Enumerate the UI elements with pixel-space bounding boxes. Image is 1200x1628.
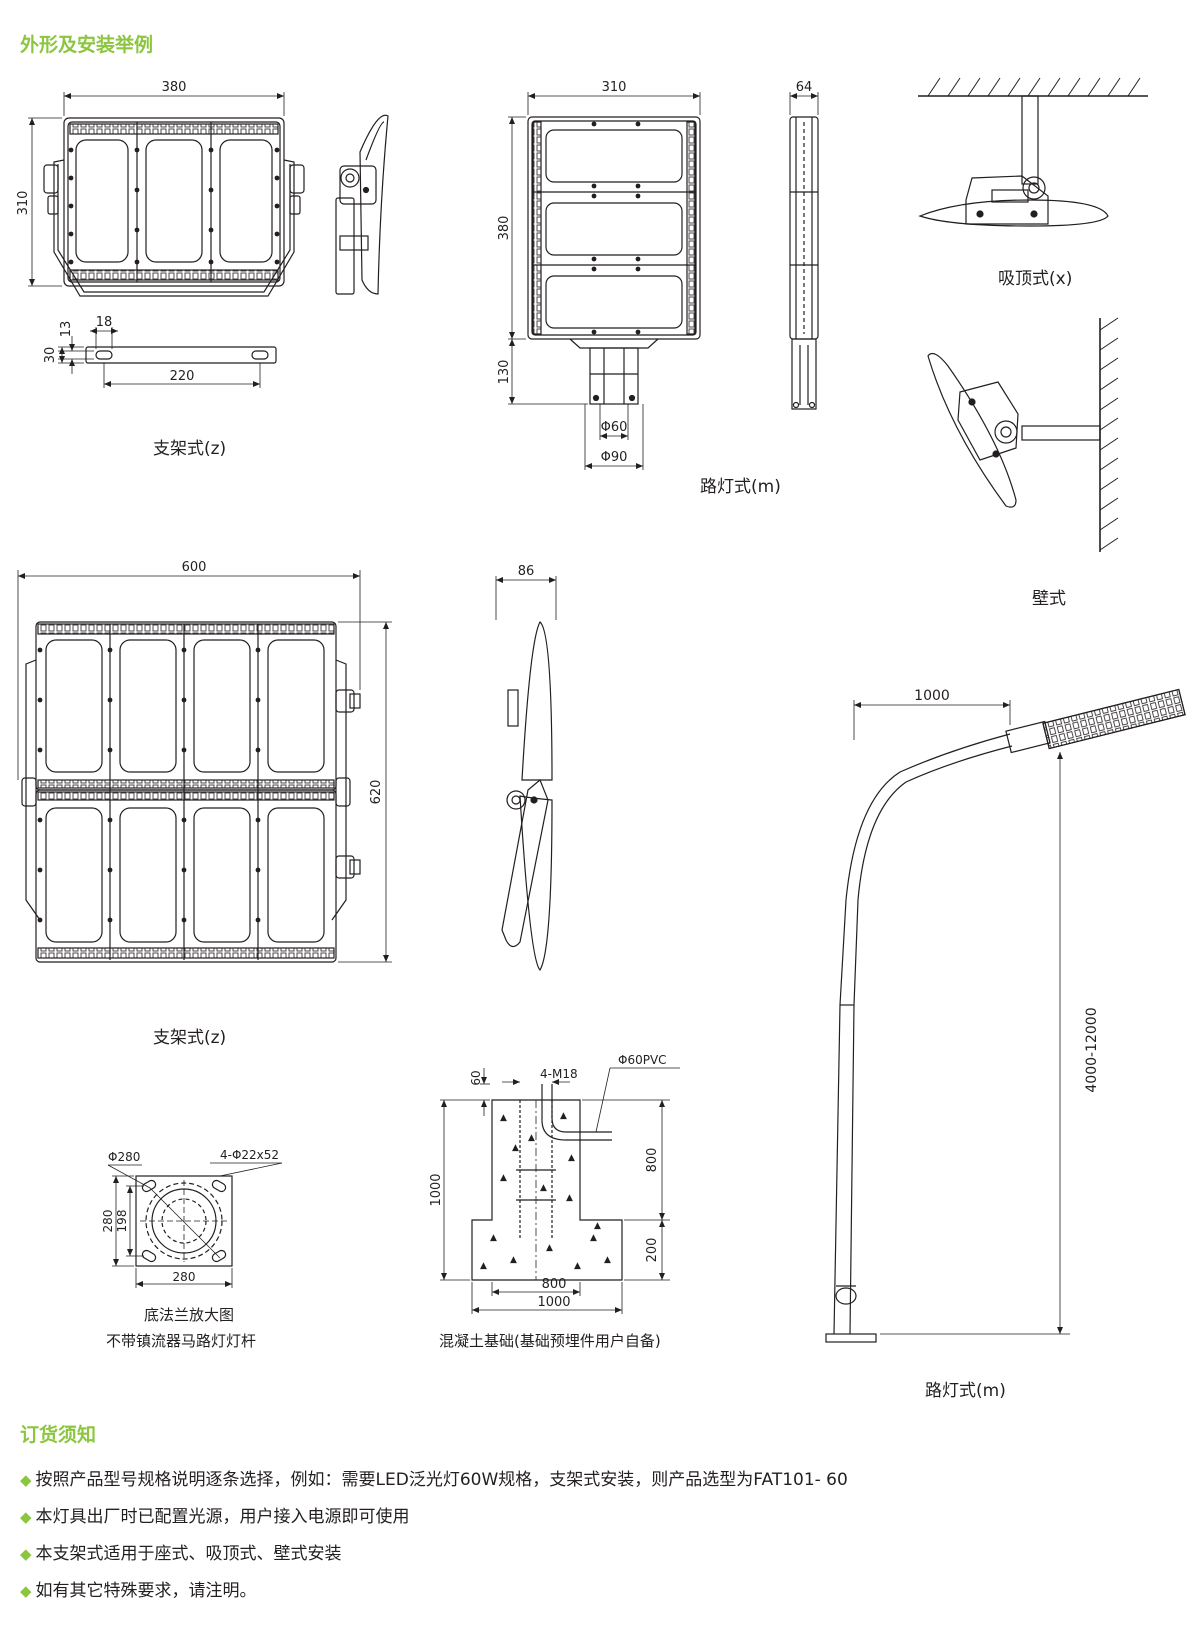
svg-text:▲: ▲ (594, 1221, 601, 1231)
dim-fd-1000-h: 1000 (537, 1295, 570, 1310)
dim-fd-800-v: 800 (645, 1148, 660, 1173)
dim-flange-280-h: 280 (173, 1270, 196, 1284)
dim-13: 13 (59, 321, 74, 338)
dim-fd-60: 60 (469, 1070, 483, 1085)
concrete-foundation-drawing: ▲ ▲ ▲ ▲ ▲ ▲ ▲ ▲ ▲ ▲ ▲ ▲ ▲ ▲ ▲ ▲ (440, 1067, 680, 1314)
dim-flange-198: 198 (115, 1210, 129, 1233)
svg-text:▲: ▲ (500, 1113, 507, 1123)
svg-text:▲: ▲ (528, 1133, 535, 1143)
dim-380-street: 380 (497, 216, 512, 241)
caption-flange-2: 不带镇流器马路灯灯杆 (106, 1332, 257, 1350)
caption-flange-1: 底法兰放大图 (144, 1306, 235, 1324)
ordering-notes-list: ◆按照产品型号规格说明逐条选择，例如：需要LED泛光灯60W规格，支架式安装，则… (20, 1462, 848, 1610)
dim-fd-200: 200 (645, 1238, 660, 1263)
diamond-bullet-icon: ◆ (20, 1508, 32, 1526)
caption-wall: 壁式 (1032, 589, 1066, 609)
caption-foundation: 混凝土基础(基础预埋件用户自备) (439, 1332, 661, 1350)
dim-220: 220 (170, 369, 195, 384)
street-lamp-side-view (789, 92, 819, 410)
dim-64: 64 (796, 80, 813, 95)
large-bracket-lamp-front-view (17, 570, 392, 963)
technical-drawing: 380 310 (16, 77, 1186, 1343)
dim-130: 130 (497, 360, 512, 385)
svg-text:▲: ▲ (490, 1233, 497, 1243)
svg-text:▲: ▲ (540, 1183, 547, 1193)
section-title-ordering-notes: 订货须知 (20, 1424, 97, 1446)
dim-600: 600 (182, 560, 207, 575)
svg-text:▲: ▲ (510, 1255, 517, 1265)
dim-310: 310 (16, 191, 31, 216)
svg-text:▲: ▲ (560, 1111, 567, 1121)
note-item: ◆本支架式适用于座式、吸顶式、壁式安装 (20, 1544, 342, 1564)
street-pole-drawing (825, 688, 1186, 1343)
dim-310-street: 310 (602, 80, 627, 95)
dim-flange-280-v: 280 (101, 1210, 115, 1233)
bracket-plate (58, 327, 277, 388)
diamond-bullet-icon: ◆ (20, 1471, 32, 1489)
dim-fd-800-h: 800 (542, 1277, 567, 1292)
diamond-bullet-icon: ◆ (20, 1545, 32, 1563)
caption-street-m-top: 路灯式(m) (700, 477, 781, 497)
caption-ceiling-x: 吸顶式(x) (998, 269, 1073, 289)
large-bracket-lamp-side-view (495, 576, 557, 971)
dim-pole-height: 4000-12000 (1084, 1007, 1100, 1092)
ceiling-mount-drawing (918, 77, 1148, 227)
wall-mount-drawing (927, 317, 1119, 552)
svg-text:▲: ▲ (574, 1261, 581, 1271)
svg-text:▲: ▲ (566, 1193, 573, 1203)
dim-30: 30 (43, 347, 58, 364)
svg-text:▲: ▲ (604, 1255, 611, 1265)
caption-pole-m: 路灯式(m) (925, 1381, 1006, 1401)
svg-text:▲: ▲ (480, 1261, 487, 1271)
diamond-bullet-icon: ◆ (20, 1582, 32, 1600)
note-item: ◆如有其它特殊要求，请注明。 (20, 1581, 257, 1601)
dim-m18: 4-M18 (540, 1067, 578, 1081)
dim-arm-1000: 1000 (914, 688, 950, 704)
svg-text:▲: ▲ (500, 1173, 507, 1183)
svg-text:▲: ▲ (512, 1143, 519, 1153)
note-item: ◆按照产品型号规格说明逐条选择，例如：需要LED泛光灯60W规格，支架式安装，则… (20, 1470, 848, 1490)
bracket-lamp-side-view (335, 114, 389, 295)
dim-fd-1000-v: 1000 (429, 1173, 444, 1206)
svg-text:▲: ▲ (568, 1153, 575, 1163)
caption-bracket-z-top: 支架式(z) (153, 439, 227, 459)
dim-86: 86 (518, 564, 535, 579)
dim-phi60: Φ60 (601, 420, 628, 435)
dim-18: 18 (96, 315, 113, 330)
dim-pvc: Φ60PVC (618, 1053, 667, 1067)
dim-620: 620 (369, 780, 384, 805)
svg-text:▲: ▲ (590, 1233, 597, 1243)
street-lamp-front-view (508, 92, 701, 470)
section-title-outline-installation: 外形及安装举例 (20, 34, 154, 56)
bracket-lamp-front-view (28, 92, 305, 297)
svg-text:▲: ▲ (546, 1243, 553, 1253)
note-item: ◆本灯具出厂时已配置光源，用户接入电源即可使用 (20, 1507, 410, 1527)
dim-phi90: Φ90 (601, 450, 628, 465)
flange-drawing (107, 1162, 283, 1288)
dim-phi280: Φ280 (108, 1150, 140, 1164)
dim-380: 380 (162, 80, 187, 95)
dim-holes: 4-Φ22x52 (220, 1148, 279, 1162)
caption-bracket-z-large: 支架式(z) (153, 1028, 227, 1048)
